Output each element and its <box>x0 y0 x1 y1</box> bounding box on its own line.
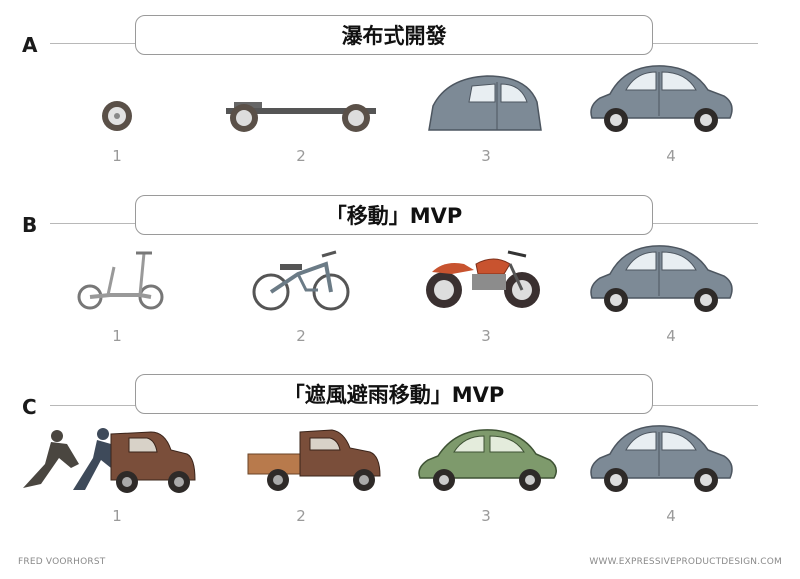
moped-icon <box>226 242 376 322</box>
step-number: 1 <box>112 327 122 345</box>
step-number: 3 <box>481 507 491 525</box>
pushed-cart-icon <box>15 424 196 504</box>
pickup-truck-icon <box>244 424 394 504</box>
step-number: 3 <box>481 147 491 165</box>
motorcycle-icon <box>414 242 564 322</box>
step-number: 2 <box>296 507 306 525</box>
wheel-icon <box>42 80 192 160</box>
row-mobility-mvp: B 「移動」MVP <box>0 180 800 350</box>
row-title: 「移動」MVP <box>135 195 653 235</box>
row-title: 瀑布式開發 <box>135 15 653 55</box>
grey-car-icon <box>586 62 736 142</box>
row-letter: A <box>22 33 38 57</box>
step-number: 4 <box>666 327 676 345</box>
scooter-icon <box>48 245 198 325</box>
step-number: 2 <box>296 147 306 165</box>
chassis-icon <box>226 80 376 160</box>
step-number: 1 <box>112 507 122 525</box>
row-shelter-mobility-mvp: C 「遮風避雨移動」MVP <box>0 362 800 532</box>
footer-credit: FRED VOORHORST <box>18 557 106 567</box>
step-number: 4 <box>666 147 676 165</box>
step-number: 4 <box>666 507 676 525</box>
row-title: 「遮風避雨移動」MVP <box>135 374 653 414</box>
row-letter: B <box>22 213 38 237</box>
step-number: 3 <box>481 327 491 345</box>
row-letter: C <box>22 395 37 419</box>
green-car-icon <box>412 424 562 504</box>
grey-car-icon <box>586 242 736 322</box>
step-number: 2 <box>296 327 306 345</box>
step-number: 1 <box>112 147 122 165</box>
footer-website: WWW.EXPRESSIVEPRODUCTDESIGN.COM <box>589 557 782 567</box>
row-waterfall: A 瀑布式開發 1 2 3 4 <box>0 0 800 170</box>
car-body-icon <box>417 72 567 152</box>
grey-car-icon <box>586 422 736 502</box>
